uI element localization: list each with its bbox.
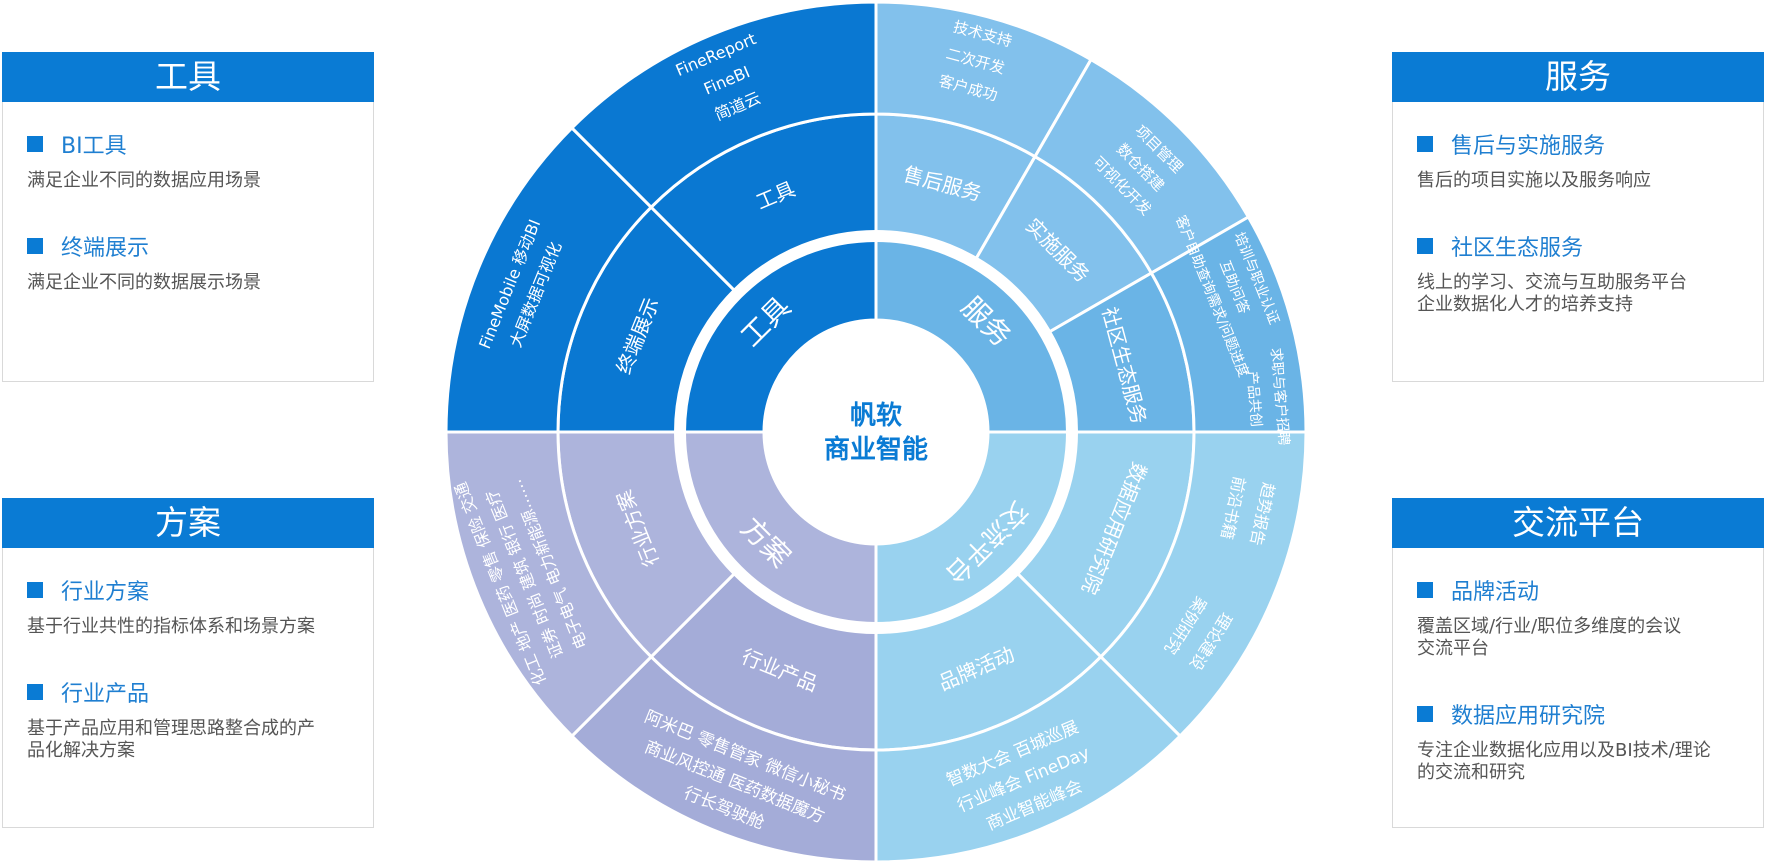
panel-tools-title: 工具: [2, 52, 374, 102]
panel-services-title: 服务: [1392, 52, 1764, 102]
panel-solutions-title: 方案: [2, 498, 374, 548]
wheel-sectors: [444, 0, 1308, 864]
panel-item: 数据应用研究院 专注企业数据化应用以及BI技术/理论 的交流和研究: [1417, 694, 1739, 784]
panel-item: 行业产品 基于产品应用和管理思路整合成的产 品化解决方案: [27, 672, 349, 762]
panel-services: 服务 售后与实施服务 售后的项目实施以及服务响应 社区生态服务 线上的学习、交流…: [1392, 52, 1764, 382]
center-title-line: 帆软: [850, 401, 902, 431]
square-bullet-icon: [27, 238, 43, 254]
item-title: BI工具: [61, 134, 127, 159]
center-title-line: 商业智能: [824, 434, 928, 465]
square-bullet-icon: [27, 684, 43, 700]
panel-item: 社区生态服务 线上的学习、交流与互助服务平台 企业数据化人才的培养支持: [1417, 226, 1739, 316]
square-bullet-icon: [1417, 238, 1433, 254]
item-description: 覆盖区域/行业/职位多维度的会议 交流平台: [1417, 616, 1682, 659]
item-title: 社区生态服务: [1451, 236, 1584, 261]
item-title: 行业产品: [61, 682, 150, 707]
square-bullet-icon: [1417, 706, 1433, 722]
item-title: 品牌活动: [1451, 580, 1540, 605]
item-description: 基于行业共性的指标体系和场景方案: [27, 616, 315, 637]
item-title: 终端展示: [61, 236, 150, 261]
panel-item: 售后与实施服务 售后的项目实施以及服务响应: [1417, 124, 1739, 192]
panel-item: 行业方案 基于行业共性的指标体系和场景方案: [27, 570, 349, 638]
center-circle: [764, 320, 988, 544]
item-description: 基于产品应用和管理思路整合成的产 品化解决方案: [27, 718, 315, 761]
item-description: 满足企业不同的数据应用场景: [27, 170, 261, 191]
item-title: 售后与实施服务: [1451, 134, 1606, 159]
panel-item: BI工具 满足企业不同的数据应用场景: [27, 124, 349, 192]
square-bullet-icon: [27, 582, 43, 598]
square-bullet-icon: [1417, 582, 1433, 598]
item-description: 满足企业不同的数据展示场景: [27, 272, 261, 293]
item-description: 专注企业数据化应用以及BI技术/理论 的交流和研究: [1417, 740, 1711, 783]
item-description: 售后的项目实施以及服务响应: [1417, 170, 1651, 191]
outer-label-svc_community: 产品共创: [1243, 370, 1264, 427]
panel-tools: 工具 BI工具 满足企业不同的数据应用场景 终端展示 满足企业不同的数据展示场景: [2, 52, 374, 382]
item-title: 行业方案: [61, 580, 150, 605]
outer-sector-sol_industry: [444, 430, 654, 739]
separator-ring: [674, 230, 1078, 634]
item-title: 数据应用研究院: [1451, 704, 1606, 729]
panel-item: 品牌活动 覆盖区域/行业/职位多维度的会议 交流平台: [1417, 570, 1739, 660]
square-bullet-icon: [27, 136, 43, 152]
square-bullet-icon: [1417, 136, 1433, 152]
panel-platform-title: 交流平台: [1392, 498, 1764, 548]
panel-item: 终端展示 满足企业不同的数据展示场景: [27, 226, 349, 294]
panel-solutions: 方案 行业方案 基于行业共性的指标体系和场景方案 行业产品 基于产品应用和管理思…: [2, 498, 374, 828]
item-description: 线上的学习、交流与互助服务平台 企业数据化人才的培养支持: [1417, 272, 1687, 315]
panel-platform: 交流平台 品牌活动 覆盖区域/行业/职位多维度的会议 交流平台 数据应用研究院 …: [1392, 498, 1764, 828]
